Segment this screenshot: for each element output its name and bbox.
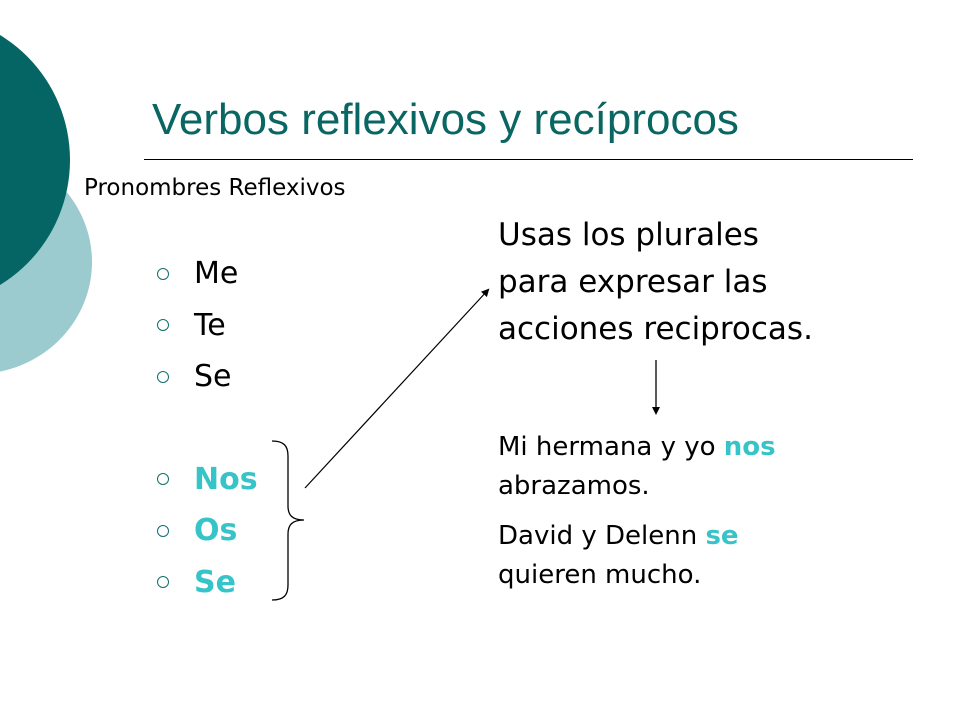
pronoun-item-plural: Nos xyxy=(150,454,258,506)
pronoun-item: Me xyxy=(150,248,258,300)
pronoun-item-plural: Os xyxy=(150,505,258,557)
example-highlight: nos xyxy=(723,432,776,462)
pronoun-item: Se xyxy=(150,351,258,403)
bullet-icon xyxy=(157,370,169,383)
explanation-line: Usas los plurales xyxy=(498,217,759,253)
bullet-icon xyxy=(157,319,169,332)
explanation-line: para expresar las xyxy=(498,264,768,300)
pronoun-label: Os xyxy=(194,513,238,549)
arrow-up-right-icon xyxy=(304,288,490,489)
bullet-icon xyxy=(157,576,169,589)
examples-block: Mi hermana y yo nos abrazamos. David y D… xyxy=(498,428,938,606)
slide-title: Verbos reflexivos y recíprocos xyxy=(152,95,739,144)
example-text: Mi hermana y yo xyxy=(498,432,724,462)
bullet-icon xyxy=(157,524,169,537)
pronoun-item: Te xyxy=(150,300,258,352)
pronoun-label: Me xyxy=(194,256,239,292)
pronoun-label: Se xyxy=(194,359,232,395)
bullet-icon xyxy=(157,473,169,486)
example-text: quieren mucho. xyxy=(498,560,702,590)
example-sentence: David y Delenn se quieren mucho. xyxy=(498,517,938,595)
slide-subtitle: Pronombres Reflexivos xyxy=(84,175,346,201)
pronoun-label: Se xyxy=(194,564,236,600)
example-highlight: se xyxy=(705,521,739,551)
pronoun-label: Nos xyxy=(194,461,258,497)
pronoun-item-plural: Se xyxy=(150,557,258,609)
bullet-icon xyxy=(157,267,169,280)
explanation-text: Usas los plurales para expresar las acci… xyxy=(498,212,928,353)
example-text: abrazamos. xyxy=(498,471,650,501)
right-curly-brace-icon xyxy=(271,440,305,601)
example-text: David y Delenn xyxy=(498,521,706,551)
example-sentence: Mi hermana y yo nos abrazamos. xyxy=(498,428,938,506)
pronoun-label: Te xyxy=(194,307,226,343)
pronoun-list: Me Te Se Nos Os Se xyxy=(150,248,258,608)
explanation-line: acciones reciprocas. xyxy=(498,311,813,347)
title-divider xyxy=(144,159,913,160)
